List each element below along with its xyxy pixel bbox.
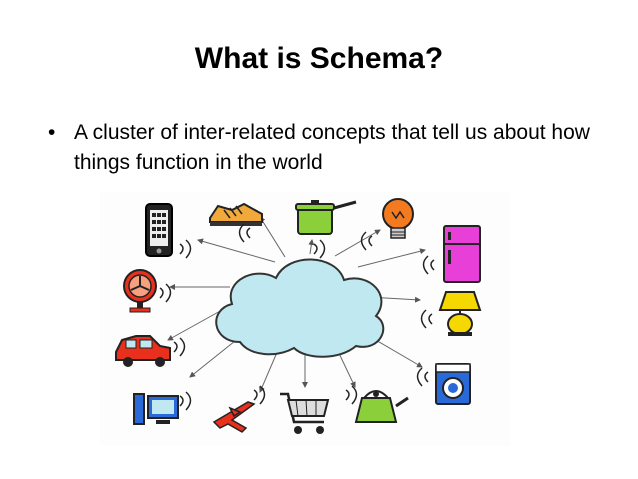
car-icon (115, 335, 171, 367)
airplane-icon (212, 401, 256, 433)
bullet-text: A cluster of inter-related concepts that… (74, 121, 590, 174)
sneaker-icon (209, 202, 263, 226)
slide-title: What is Schema? (194, 42, 444, 75)
cloud-shape (215, 258, 385, 358)
bullet-symbol: • (48, 121, 56, 144)
iot-illustration (100, 192, 510, 446)
fan-icon (123, 269, 157, 313)
washing-machine-icon (435, 363, 471, 405)
smartphone-icon (145, 203, 173, 257)
bullet-item: • A cluster of inter-related concepts th… (48, 118, 608, 178)
refrigerator-icon (443, 225, 481, 283)
signal-wave-icons (159, 223, 435, 411)
desktop-computer-icon (133, 393, 179, 425)
kettle-icon (354, 390, 409, 423)
shopping-cart-icon (280, 392, 330, 434)
cooking-pot-icon (295, 200, 357, 235)
light-bulb-icon (382, 198, 414, 239)
table-lamp-icon (438, 291, 482, 336)
